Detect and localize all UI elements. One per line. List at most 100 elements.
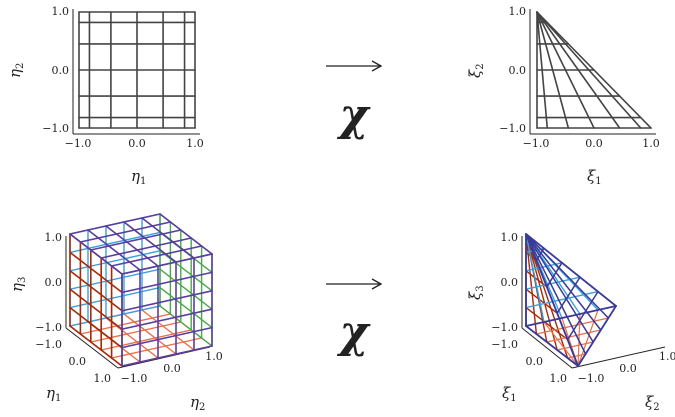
cube-line xyxy=(69,233,123,275)
cube-line xyxy=(100,237,192,259)
cube-line xyxy=(121,326,213,349)
mapping-top: χ xyxy=(326,60,383,141)
cube-line xyxy=(159,250,213,292)
y-tick-label: 0.0 xyxy=(163,362,181,375)
x-axis-line xyxy=(65,327,119,369)
cube-line xyxy=(141,309,195,351)
cube-line xyxy=(79,313,172,335)
cube-line xyxy=(69,286,161,309)
z-tick-label: 1.0 xyxy=(45,231,63,244)
x-tick-label: −1.0 xyxy=(35,338,62,351)
cube-line xyxy=(110,245,203,267)
tet-line xyxy=(543,321,579,367)
tet-edge xyxy=(525,233,579,367)
cube-line xyxy=(79,221,172,243)
y-tick-label: 0.0 xyxy=(509,64,527,77)
cube-line xyxy=(123,221,177,263)
z-tick-label: −1.0 xyxy=(491,321,518,334)
tet-line xyxy=(525,233,610,319)
y-tick-label: 1.0 xyxy=(52,5,70,18)
y-tick-label: 0.0 xyxy=(52,64,70,77)
y-axis-label: ξ2 xyxy=(466,63,486,78)
cube-line xyxy=(69,250,161,272)
panel-mapped-tetrahedron: 1.0 0.0 −1.0 −1.0 0.0 1.0 −1.0 0.0 1.0 ξ… xyxy=(466,231,675,413)
cube-line xyxy=(105,317,159,359)
x-axis-line xyxy=(521,327,573,369)
y-axis-label: ξ2 xyxy=(645,393,660,413)
y-axis-line xyxy=(571,346,666,369)
tet-line xyxy=(525,306,569,341)
y-tick-label: −1.0 xyxy=(121,372,148,385)
x-tick-label: 0.0 xyxy=(526,355,544,368)
x-axis-label: η1 xyxy=(131,167,146,187)
panel-mapped-triangle: 1.0 0.0 −1.0 −1.0 0.0 1.0 ξ1 ξ2 xyxy=(466,5,660,187)
cube-line xyxy=(121,308,213,331)
panel-reference-cube: 1.0 0.0 −1.0 −1.0 0.0 1.0 −1.0 0.0 1.0 η… xyxy=(8,213,223,413)
cube-line xyxy=(69,251,123,294)
tet-line xyxy=(525,233,569,359)
cube-line xyxy=(69,325,123,367)
x-tick-label: −1.0 xyxy=(491,338,518,351)
cube-line xyxy=(69,288,123,331)
x-tick-label: 1.0 xyxy=(642,137,660,150)
cube-line xyxy=(69,305,161,327)
cube-line xyxy=(69,268,161,290)
cube-wireframe xyxy=(69,213,213,367)
chi-symbol: χ xyxy=(337,90,372,141)
arrowhead-icon xyxy=(371,60,383,72)
x-tick-label: 0.0 xyxy=(69,355,87,368)
tet-edge xyxy=(525,305,617,327)
y-tick-label: 1.0 xyxy=(205,350,223,363)
tet-line xyxy=(546,329,602,343)
x-tick-label: 1.0 xyxy=(94,372,112,385)
z-tick-label: 0.0 xyxy=(45,276,63,289)
cube-line xyxy=(141,217,195,259)
tet-line xyxy=(525,233,587,355)
cube-line xyxy=(69,269,123,312)
cube-line xyxy=(69,213,161,235)
grid-line xyxy=(536,11,642,129)
tet-edge xyxy=(525,233,617,307)
cube-line xyxy=(90,321,182,343)
chi-symbol: χ xyxy=(337,307,372,358)
square-grid-lines xyxy=(78,11,196,129)
cube-line xyxy=(110,337,203,359)
z-axis-label: ξ3 xyxy=(466,285,486,300)
x-tick-label: 1.0 xyxy=(186,137,204,150)
cube-line xyxy=(100,329,192,351)
tet-line xyxy=(525,233,602,331)
z-tick-label: −1.0 xyxy=(35,321,62,334)
z-axis-label: η3 xyxy=(8,277,28,292)
cube-line xyxy=(121,345,213,367)
tet-line xyxy=(525,233,538,335)
cube-line xyxy=(121,289,213,312)
cube-line xyxy=(159,286,213,329)
cube-line xyxy=(69,231,161,254)
y-tick-label: −1.0 xyxy=(578,372,605,385)
y-tick-label: −1.0 xyxy=(42,122,69,135)
z-tick-label: 0.0 xyxy=(501,276,519,289)
cube-line xyxy=(87,229,141,271)
tet-line xyxy=(525,233,545,323)
tet-line xyxy=(566,290,599,341)
cube-line xyxy=(121,253,213,275)
cube-line xyxy=(159,305,213,347)
x-axis-label: ξ1 xyxy=(502,384,517,404)
tet-line xyxy=(525,288,558,314)
cube-line xyxy=(159,213,213,255)
cube-line xyxy=(90,229,182,251)
x-axis-label: η1 xyxy=(46,384,61,404)
cube-line xyxy=(121,271,213,294)
grid-line xyxy=(536,11,621,129)
y-axis-label: η2 xyxy=(190,393,205,413)
grid-line xyxy=(536,11,652,129)
y-axis-label: η2 xyxy=(6,63,26,78)
y-tick-label: 0.0 xyxy=(619,362,637,375)
y-tick-label: 1.0 xyxy=(659,350,675,363)
cube-line xyxy=(105,225,159,267)
tet-line xyxy=(577,309,599,367)
cube-line xyxy=(159,268,213,310)
x-axis-label: ξ1 xyxy=(587,167,602,187)
tetrahedron-wireframe xyxy=(525,233,617,367)
